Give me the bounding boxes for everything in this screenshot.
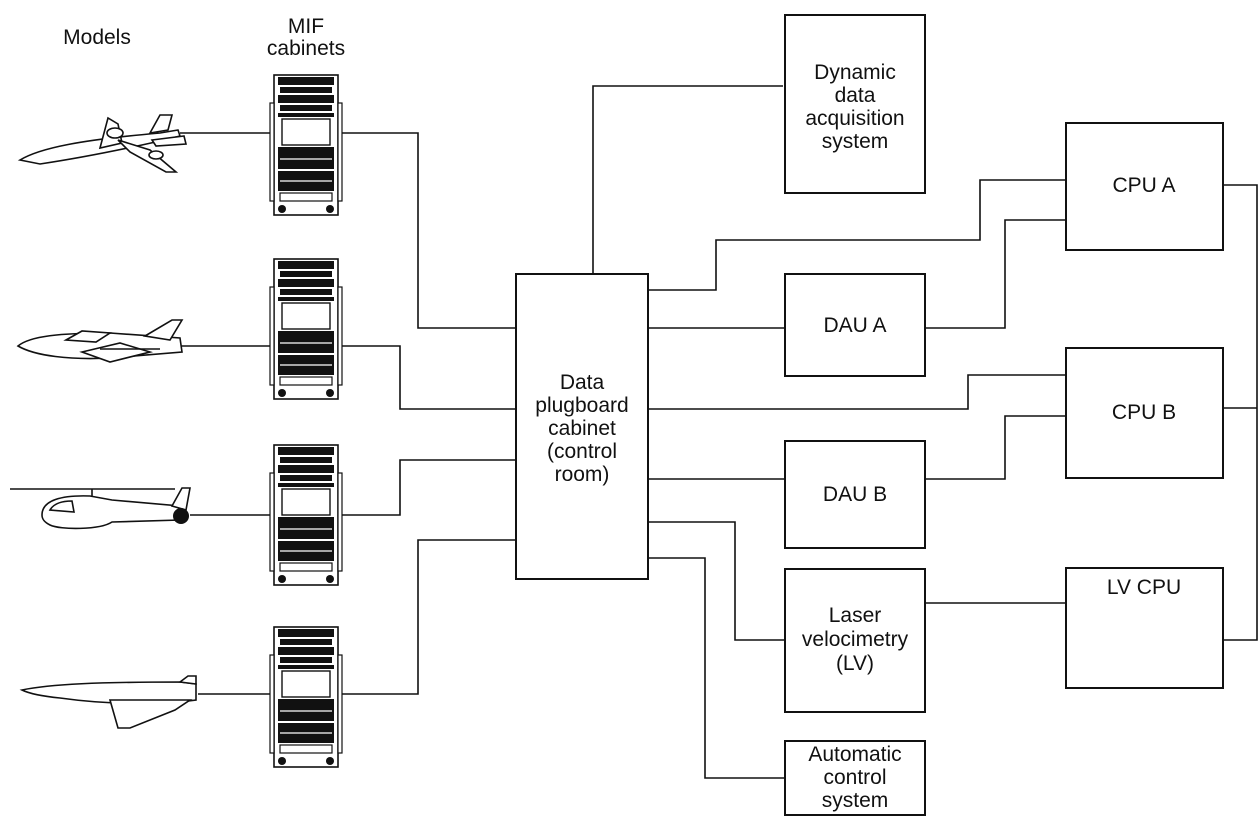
plugboard-label-line: room) <box>555 463 610 486</box>
mif-header-line1: MIF <box>288 15 324 38</box>
connection-lines <box>180 85 1258 779</box>
wire-cabinet3-plugboard <box>322 459 516 516</box>
models-header: Models <box>63 26 131 49</box>
lv-label-line: (LV) <box>836 652 874 675</box>
mif-cabinet-icon <box>269 444 343 586</box>
ddas-label-line: Dynamic <box>814 61 896 84</box>
plugboard-label-line: cabinet <box>548 417 616 440</box>
wire-cabinet2-plugboard <box>322 345 516 410</box>
lv-cpu-label: LV CPU <box>1107 576 1181 599</box>
lv-cpu-node: LV CPU <box>1065 567 1224 689</box>
dau-b-label: DAU B <box>823 483 887 506</box>
lv-label-line: Laser <box>829 604 882 627</box>
cpu-a-label: CPU A <box>1112 174 1175 197</box>
wire-plugboard-cpu-a <box>648 179 1066 291</box>
fighter-aircraft-model-icon <box>16 319 184 363</box>
dau-b-node: DAU B <box>784 440 926 549</box>
lv-label-line: velocimetry <box>802 628 909 651</box>
wire-plugboard-ddas <box>592 85 783 274</box>
dau-a-node: DAU A <box>784 273 926 377</box>
mif-header-line2: cabinets <box>267 37 345 60</box>
delta-wing-aircraft-model-icon <box>19 675 197 729</box>
ddas-label-line: system <box>822 130 889 153</box>
cpu-a-node: CPU A <box>1065 122 1224 251</box>
wire-cabinet4-plugboard <box>322 539 516 695</box>
ddas-label-line: acquisition <box>805 107 904 130</box>
cpu-b-label: CPU B <box>1112 401 1176 424</box>
plugboard-label-line: (control <box>547 440 617 463</box>
laser-velocimetry-node: Laser velocimetry (LV) <box>784 568 926 713</box>
mif-cabinet-icon <box>269 74 343 216</box>
wire-plugboard-cpu-b <box>648 374 1066 410</box>
wire-dau-b-cpu-b <box>925 415 1066 480</box>
cpu-b-node: CPU B <box>1065 347 1224 479</box>
plugboard-label-line: plugboard <box>535 394 628 417</box>
helicopter-model-icon <box>10 487 191 530</box>
mif-cabinet-icon <box>269 626 343 768</box>
plugboard-label-line: Data <box>560 371 605 394</box>
plugboard-cabinet-node: Data plugboard cabinet (control room) <box>515 273 649 580</box>
transport-aircraft-model-icon <box>17 114 188 173</box>
wire-cabinet1-plugboard <box>322 132 516 329</box>
acs-label-line: system <box>822 789 889 812</box>
dau-a-label: DAU A <box>823 314 886 337</box>
acs-label-line: control <box>823 766 886 789</box>
ddas-label-line: data <box>835 84 876 107</box>
wire-cpu-bus-right <box>1223 184 1258 641</box>
acs-label-line: Automatic <box>808 743 901 766</box>
automatic-control-system-node: Automatic control system <box>784 740 926 816</box>
wire-plugboard-acs <box>648 557 785 779</box>
mif-cabinet-icon <box>269 258 343 400</box>
wire-plugboard-lv <box>648 521 785 641</box>
wire-dau-a-cpu-a <box>925 219 1066 329</box>
dynamic-data-acquisition-node: Dynamic data acquisition system <box>784 14 926 194</box>
